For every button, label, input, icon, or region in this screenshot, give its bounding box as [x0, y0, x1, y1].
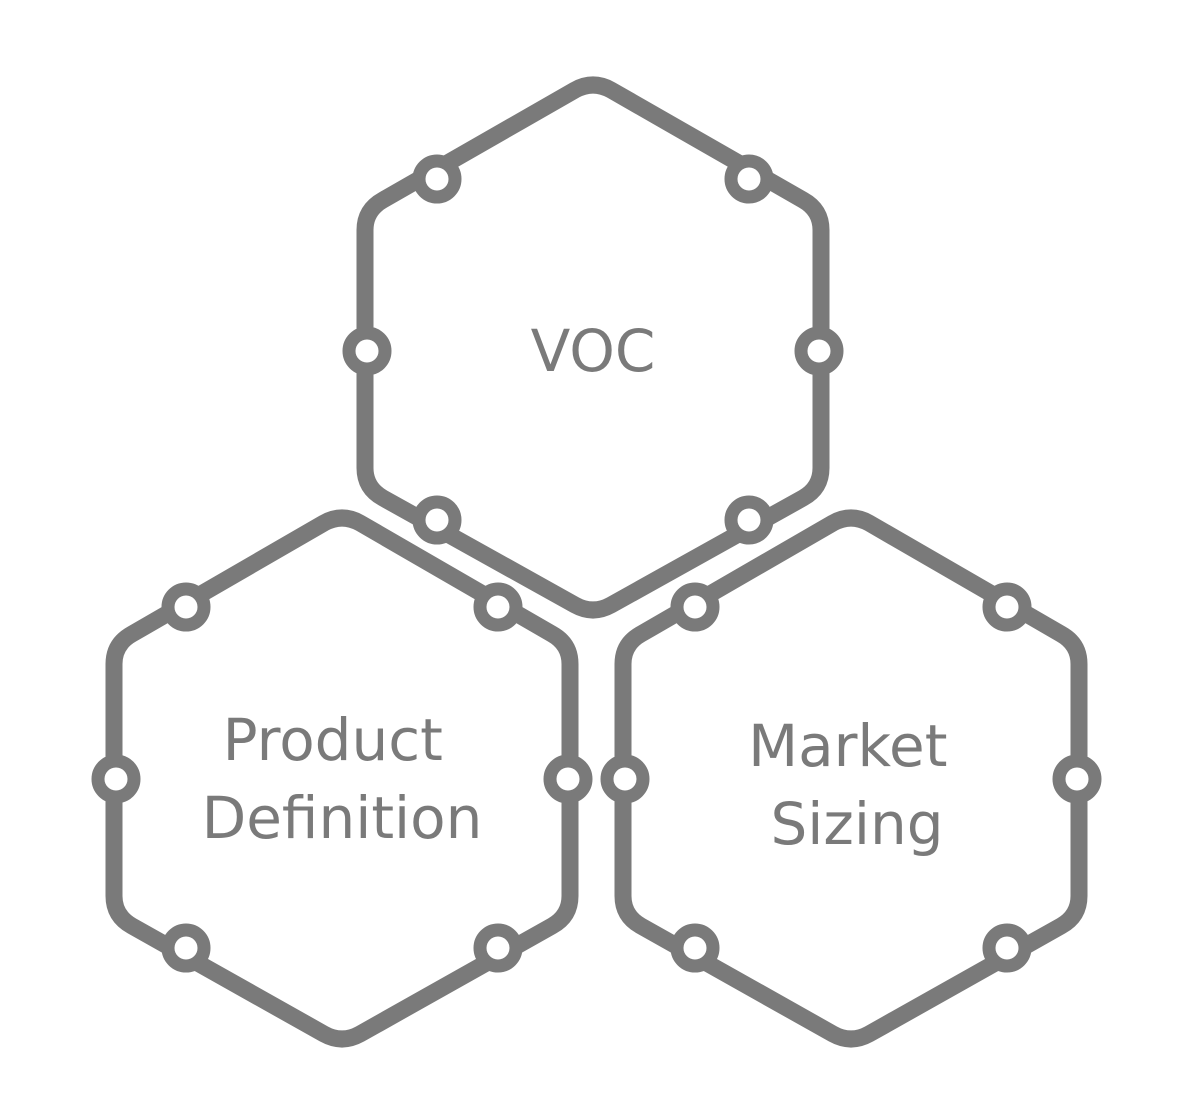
hexagon-market-sizing-label-line-2: Sizing	[770, 790, 943, 858]
hexagon-product-definition-label: Product Definition	[202, 706, 483, 852]
hexagon-market-sizing-node-lower-left	[670, 923, 720, 973]
hexagon-voc-node-lower-left	[412, 495, 462, 545]
hexagon-market-sizing-node-lower-right	[982, 923, 1032, 973]
hexagon-voc-node-upper-right	[724, 154, 774, 204]
hexagon-product-definition-node-upper-left	[161, 582, 211, 632]
hexagon-market-sizing-label: Market Sizing	[748, 712, 966, 858]
hexagon-voc-outline	[356, 76, 830, 619]
hexagon-market-sizing: Market Sizing	[600, 509, 1102, 1048]
hexagon-voc-node-right	[794, 326, 844, 376]
hexagon-product-definition-node-lower-right	[473, 923, 523, 973]
hexagon-product-definition-node-upper-right	[473, 582, 523, 632]
hexagon-market-sizing-node-left	[600, 754, 650, 804]
hexagon-market-sizing-node-upper-left	[670, 582, 720, 632]
hexagon-market-sizing-label-line-1: Market	[748, 712, 947, 780]
hexagon-market-sizing-outline	[614, 509, 1088, 1048]
hexagon-product-definition-node-left	[91, 754, 141, 804]
hexagon-product-definition-label-line-2: Definition	[202, 784, 483, 852]
hexagon-voc: VOC	[342, 76, 844, 619]
hexagon-market-sizing-node-right	[1052, 754, 1102, 804]
hexagon-product-definition-node-right	[543, 754, 593, 804]
hexagon-voc-node-upper-left	[412, 154, 462, 204]
hexagon-product-definition-label-line-1: Product	[223, 706, 443, 774]
hexagon-market-sizing-node-upper-right	[982, 582, 1032, 632]
hexagon-product-definition-outline	[105, 509, 579, 1048]
hexagon-voc-node-lower-right	[724, 495, 774, 545]
hexagon-voc-label-line-1: VOC	[531, 317, 656, 385]
hexagon-product-definition-node-lower-left	[161, 923, 211, 973]
hexagon-product-definition: Product Definition	[91, 509, 593, 1048]
hexagon-voc-label: VOC	[531, 317, 656, 385]
hexagon-voc-node-left	[342, 326, 392, 376]
